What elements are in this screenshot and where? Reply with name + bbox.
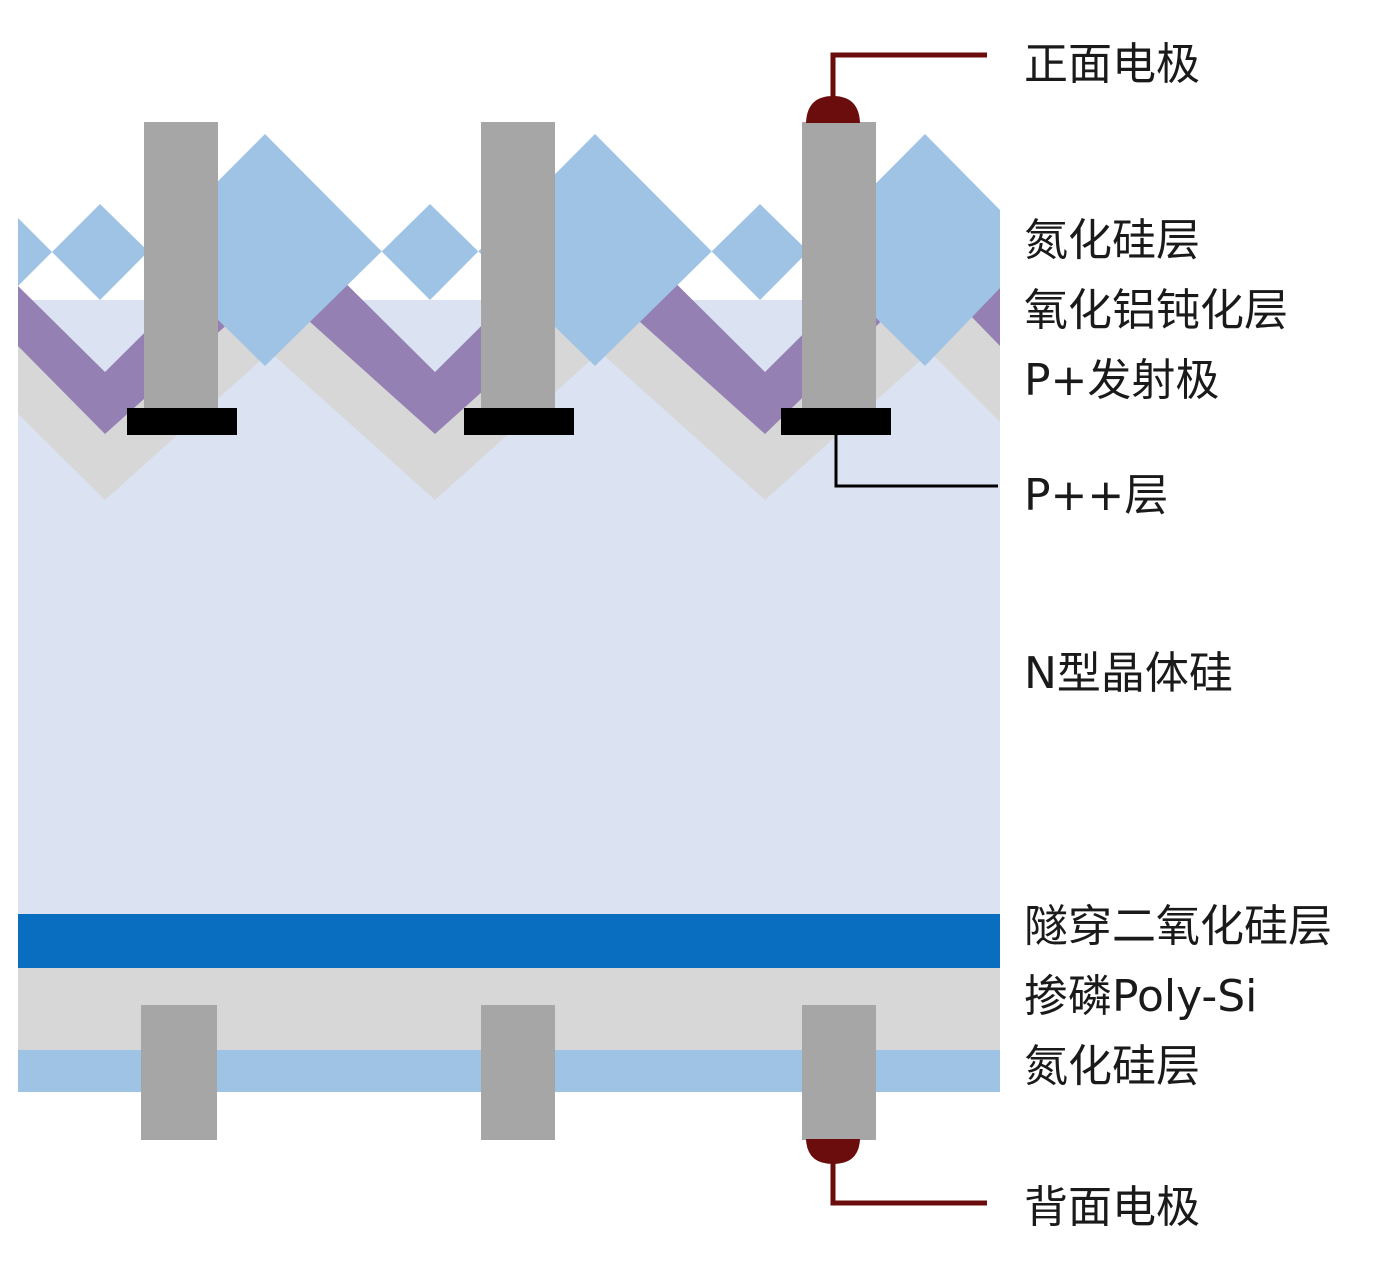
rear-electrode-finger: [141, 1005, 217, 1140]
front-electrode-cap: [806, 96, 860, 123]
p-plus-plus-contact: [781, 408, 891, 435]
label-tunnel-oxide: 隧穿二氧化硅层: [1024, 901, 1332, 952]
front-electrode-finger: [802, 122, 876, 414]
label-p-emitter: P+发射极: [1024, 355, 1220, 406]
front-electrode-finger: [481, 122, 555, 414]
p-plus-plus-contact: [464, 408, 574, 435]
rear-electrode-wire: [830, 1160, 987, 1206]
label-front-electrode: 正面电极: [1024, 39, 1200, 90]
rear-electrode-finger: [802, 1005, 876, 1140]
front-electrode-finger: [144, 122, 218, 414]
p-plus-plus-contact: [127, 408, 237, 435]
label-n-type-silicon: N型晶体硅: [1024, 648, 1233, 699]
label-front-sinx: 氮化硅层: [1024, 215, 1200, 266]
label-doped-poly-si: 掺磷Poly-Si: [1024, 971, 1258, 1022]
label-rear-sinx: 氮化硅层: [1024, 1041, 1200, 1092]
front-electrode-wire: [830, 52, 987, 100]
p-plus-plus-leader-line: [834, 435, 998, 488]
label-rear-electrode: 背面电极: [1024, 1182, 1200, 1233]
label-p-plus-plus: P++层: [1024, 470, 1169, 521]
label-alox-passivation: 氧化铝钝化层: [1024, 285, 1288, 336]
rear-electrode-finger: [481, 1005, 555, 1140]
tunnel-oxide-layer: [18, 914, 1000, 968]
rear-electrode-cap: [806, 1139, 860, 1164]
